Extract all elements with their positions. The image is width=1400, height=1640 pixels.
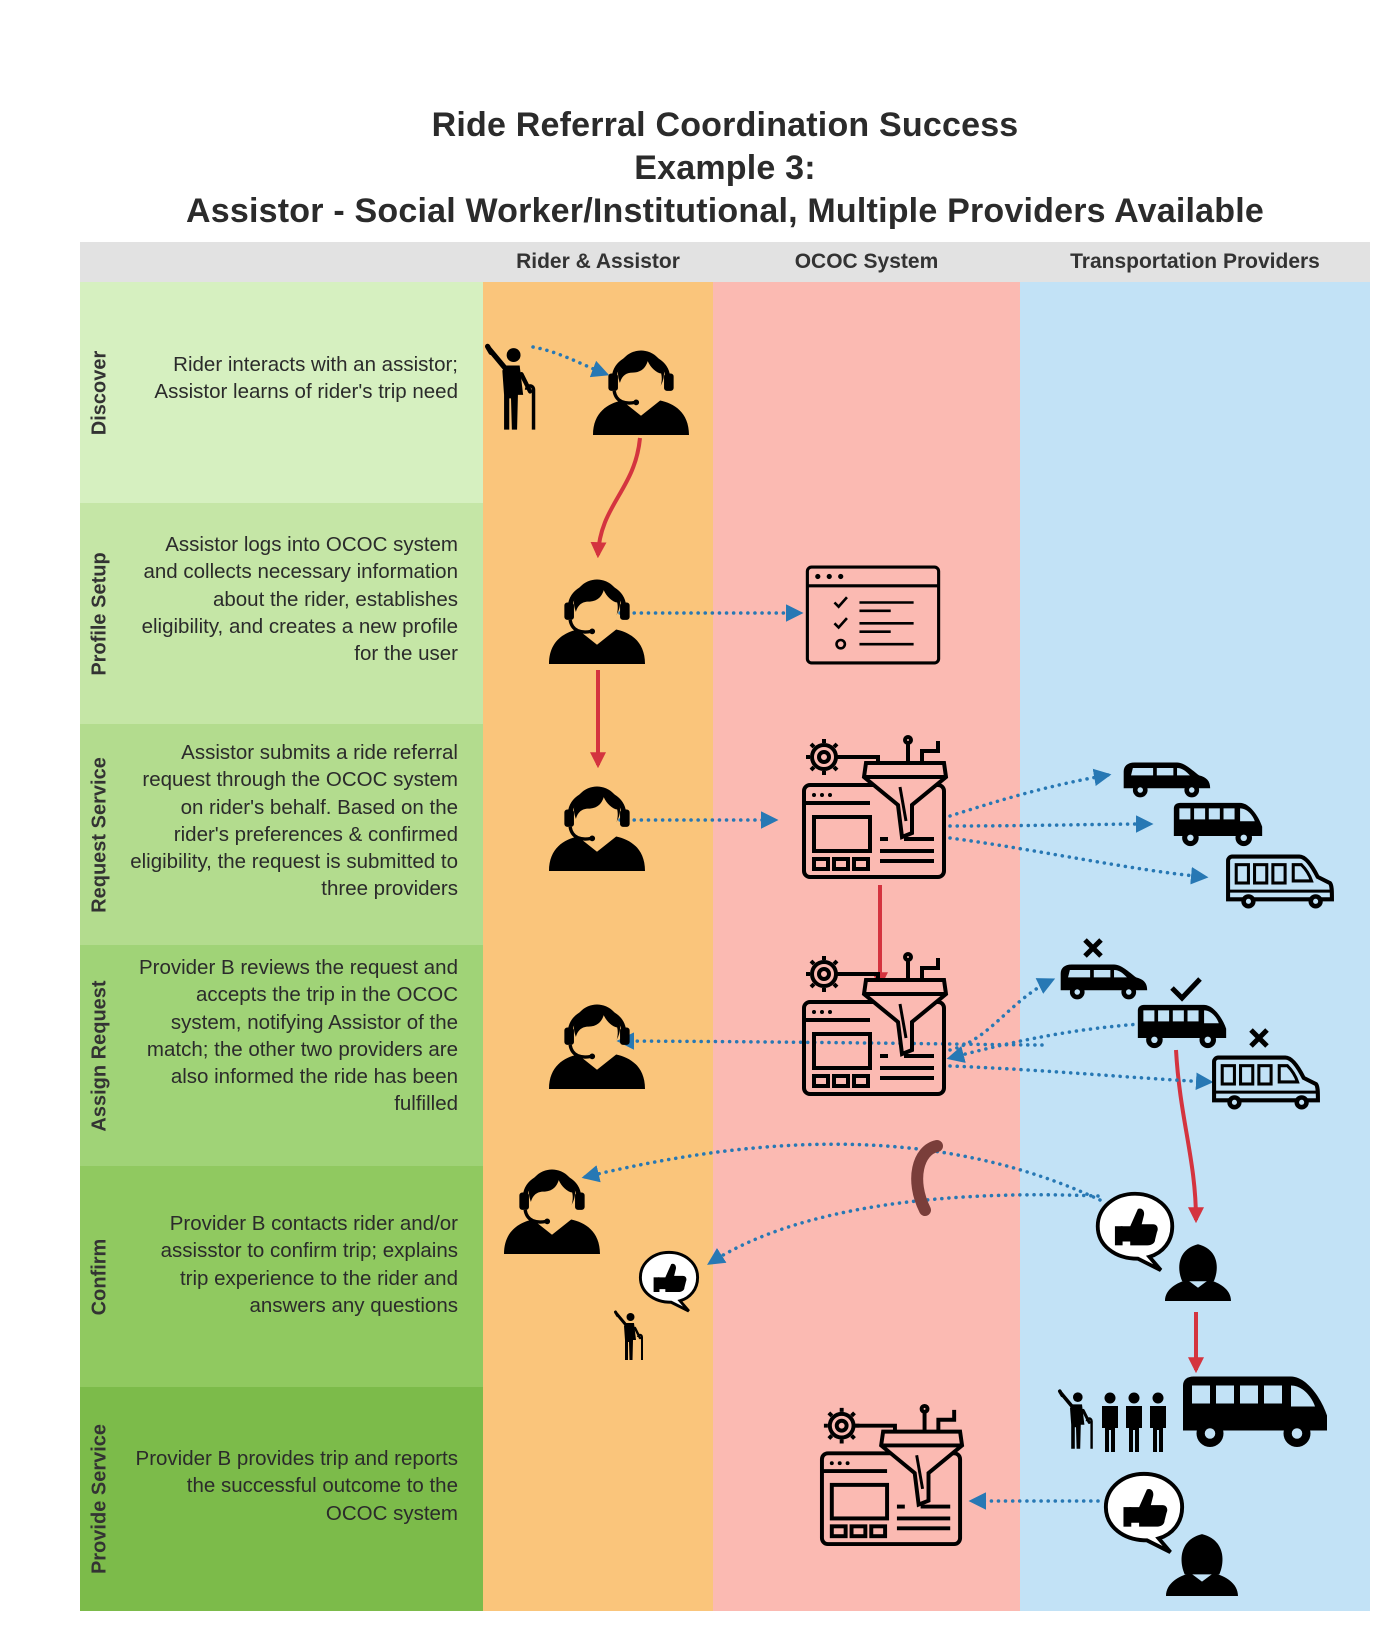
ococ-system-icon [802, 735, 948, 879]
assistor-headset-icon [549, 787, 645, 871]
profile-form-icon [805, 565, 941, 665]
ococ-system-icon [802, 952, 948, 1096]
bus-icon [1173, 802, 1263, 847]
handoff-arrow-bus-to-provider-b [1174, 1049, 1204, 1224]
handoff-arrows [590, 437, 1204, 1374]
row-description-provide-service: Provider B provides trip and reports the… [135, 1447, 458, 1525]
thumbs-up-icon [1095, 1191, 1175, 1273]
assistor-headset-icon [593, 351, 689, 435]
rider-with-cane-icon [488, 346, 534, 429]
bus-icon [1183, 1376, 1327, 1447]
info-arrow-system-to-bus [948, 815, 1154, 833]
info-arrow-system-to-minivan-declined [948, 978, 1056, 1052]
row-description-confirm: Provider B contacts rider and/or assisst… [160, 1212, 458, 1317]
info-arrow-system-to-van [948, 836, 1209, 885]
row-description-profile-setup: Assistor logs into OCOC system and colle… [141, 533, 458, 666]
minivan-icon [1123, 762, 1211, 798]
van-icon [1214, 1058, 1318, 1110]
column-header-system: OCOC System [794, 250, 939, 273]
info-arrow-system-to-assistor [616, 1032, 1044, 1050]
row-description-request-service: Assistor submits a ride referral request… [130, 741, 458, 901]
assistor-headset-icon [504, 1170, 600, 1254]
assistor-headset-icon [549, 580, 645, 664]
phone-icon [911, 1140, 943, 1216]
title-line-2: Example 3: [634, 149, 816, 187]
van-icon [1228, 857, 1332, 909]
assistor-headset-icon [549, 1005, 645, 1089]
row-discover [80, 282, 483, 503]
provider-agent-icon [1165, 1244, 1231, 1301]
provider-agent-icon [1166, 1534, 1238, 1596]
rider-with-cane-icon [613, 1310, 644, 1362]
info-arrow-bus-accept-to-system [946, 1022, 1142, 1063]
handoff-arrow-discover-to-profile [590, 437, 642, 559]
info-arrow-rider-to-assistor [531, 345, 610, 378]
info-arrow-system-to-minivan [948, 768, 1112, 818]
column-header-providers: Transportation Providers [1070, 250, 1320, 273]
check-icon [1170, 977, 1202, 1002]
title-line-3: Assistor - Social Worker/Institutional, … [186, 192, 1264, 230]
minivan-icon [1060, 964, 1148, 1000]
rider-group-icon [1057, 1389, 1166, 1452]
info-arrow-system-to-van-declined [948, 1064, 1214, 1091]
x-icon [1083, 938, 1103, 958]
information-arrows [531, 345, 1214, 1510]
ococ-system-icon [819, 1403, 965, 1547]
row-provide-service [80, 1387, 483, 1611]
rider-column [483, 282, 713, 1611]
thumbs-up-icon [1103, 1471, 1185, 1555]
diagram-title: Ride Referral Coordination Success Examp… [0, 104, 1400, 233]
row-description-discover: Rider interacts with an assistor; Assist… [154, 353, 458, 404]
row-description-assign-request: Provider B reviews the request and accep… [138, 956, 458, 1116]
info-arrow-provider-to-rider [707, 1193, 1100, 1265]
row-assign-request [80, 945, 483, 1166]
column-header-bar: Rider & Assistor OCOC System Transportat… [80, 242, 1370, 282]
row-profile-setup [80, 503, 483, 724]
row-confirm [80, 1166, 483, 1387]
bus-icon [1137, 1004, 1227, 1049]
system-column [713, 282, 1020, 1611]
row-request-service [80, 724, 483, 945]
info-arrow-provider-to-assistor [581, 1142, 1102, 1202]
x-icon [1249, 1028, 1269, 1048]
thumbs-up-icon [638, 1250, 700, 1313]
column-header-rider: Rider & Assistor [516, 250, 680, 273]
title-line-1: Ride Referral Coordination Success [431, 106, 1019, 144]
